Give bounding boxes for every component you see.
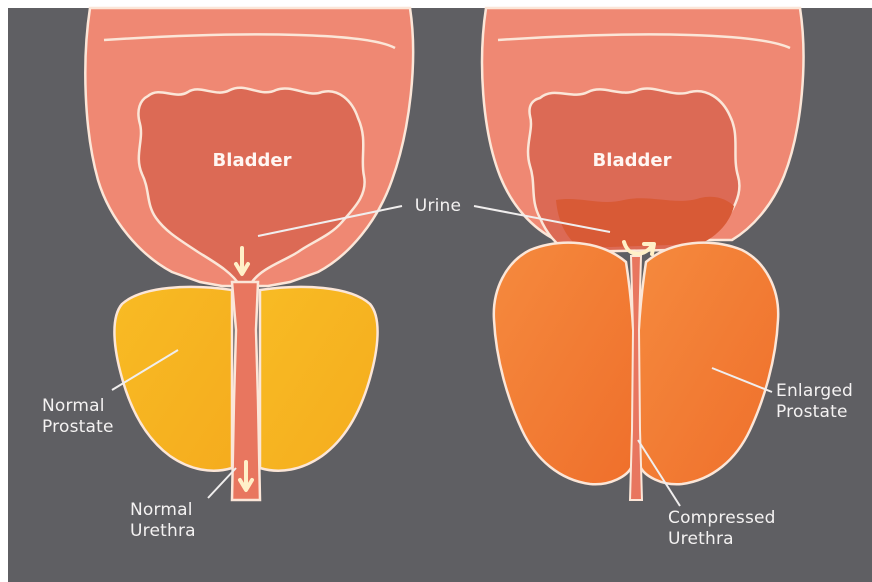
normal-prostate-label-line2: Prostate <box>42 417 114 438</box>
enlarged-prostate-label: Enlarged Prostate <box>776 381 853 423</box>
compressed-urethra <box>630 256 642 500</box>
bladder-left-label: Bladder <box>213 150 292 171</box>
normal-urethra-label-line2: Urethra <box>130 521 196 542</box>
urine-label: Urine <box>415 196 461 217</box>
compressed-urethra-label: Compressed Urethra <box>668 508 776 550</box>
normal-urethra-label: Normal Urethra <box>130 500 196 542</box>
bladder-right-label: Bladder <box>593 150 672 171</box>
normal-prostate-label: Normal Prostate <box>42 396 114 438</box>
normal-prostate-label-line1: Normal <box>42 396 114 417</box>
enlarged-prostate-label-line1: Enlarged <box>776 381 853 402</box>
normal-urethra-label-line1: Normal <box>130 500 196 521</box>
compressed-urethra-label-line2: Urethra <box>668 529 776 550</box>
enlarged-prostate-label-line2: Prostate <box>776 402 853 423</box>
compressed-urethra-label-line1: Compressed <box>668 508 776 529</box>
